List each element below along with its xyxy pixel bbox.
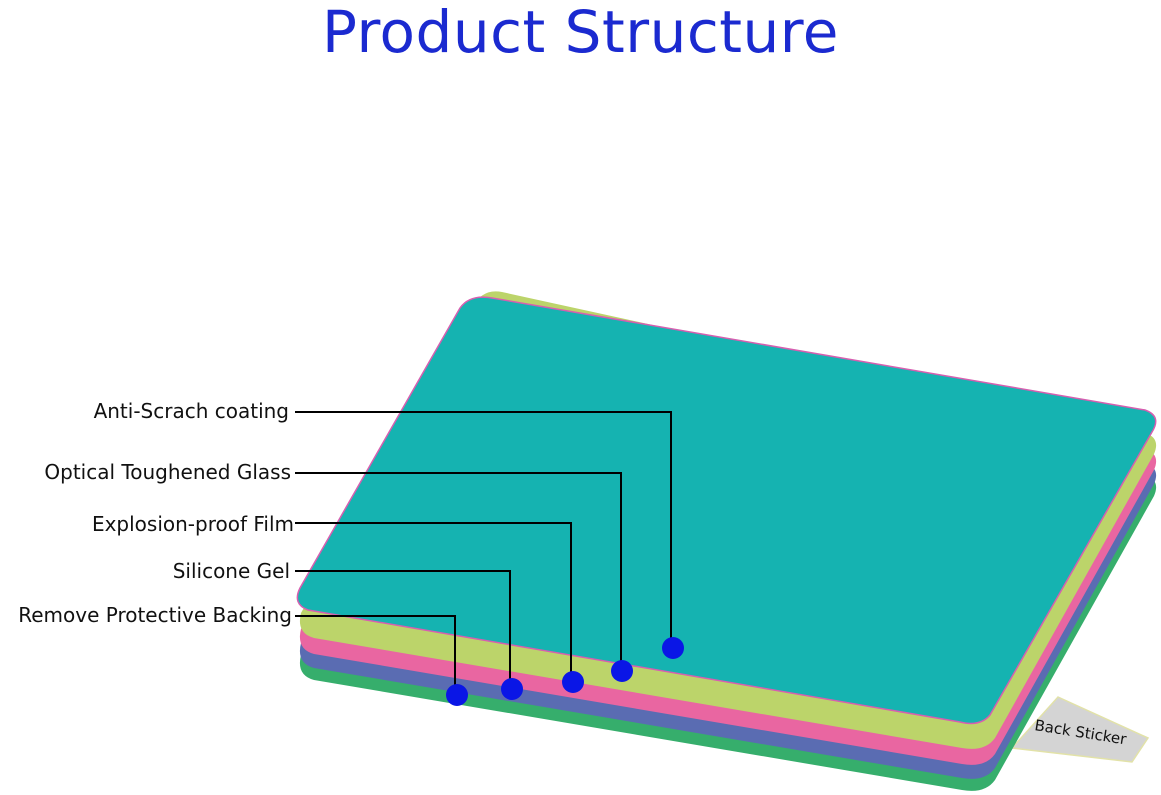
layer-markers [446,637,684,706]
top-glass-layer [296,296,1157,725]
label-silicone: Silicone Gel [173,559,290,583]
label-glass: Optical Toughened Glass [44,460,291,484]
marker-backing [446,684,468,706]
page-title: Product Structure [322,0,839,66]
leader-lines [295,411,672,695]
marker-glass [611,660,633,682]
marker-silicone [501,678,523,700]
back-sticker: Back Sticker [1010,696,1150,763]
marker-film [562,671,584,693]
label-backing: Remove Protective Backing [18,603,292,627]
label-film: Explosion-proof Film [92,512,294,536]
label-anti-scratch: Anti-Scrach coating [94,399,289,423]
marker-anti-scratch [662,637,684,659]
